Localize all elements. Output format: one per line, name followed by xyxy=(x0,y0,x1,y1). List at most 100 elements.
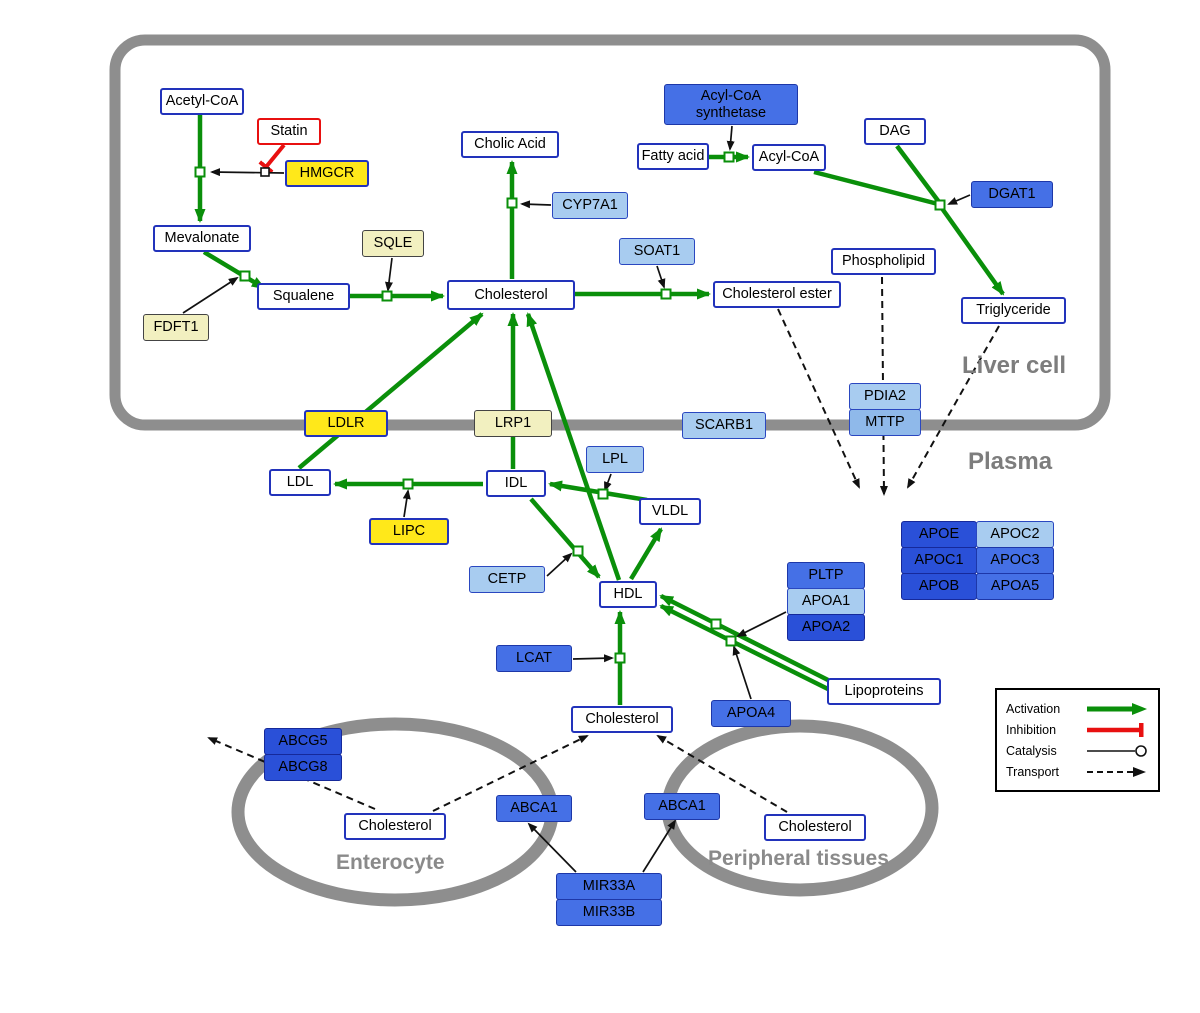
node-apoa5[interactable]: APOA5 xyxy=(976,573,1054,600)
node-pdia2[interactable]: PDIA2 xyxy=(849,383,921,410)
node-acyl-coa-synthetase[interactable]: Acyl-CoA synthetase xyxy=(664,84,798,125)
edge-transport xyxy=(656,734,788,813)
node-abcg5[interactable]: ABCG5 xyxy=(264,728,342,755)
edge-catalysis xyxy=(385,257,393,292)
edge-catalysis xyxy=(520,200,552,209)
node-statin[interactable]: Statin xyxy=(257,118,321,145)
edge-transport xyxy=(907,325,1000,489)
node-cholesterol-liver[interactable]: Cholesterol xyxy=(447,280,575,310)
node-dgat1[interactable]: DGAT1 xyxy=(971,181,1053,208)
node-acyl-coa[interactable]: Acyl-CoA xyxy=(752,144,826,171)
legend-item-label: Catalysis xyxy=(1006,743,1057,758)
node-acetyl-coa[interactable]: Acetyl-CoA xyxy=(160,88,244,115)
edge-activation xyxy=(659,603,838,696)
enterocyte-label: Enterocyte xyxy=(336,851,445,874)
edge-transport xyxy=(777,308,860,489)
node-abca1-peripheral[interactable]: ABCA1 xyxy=(644,793,720,820)
reaction-node xyxy=(597,488,609,500)
node-vldl[interactable]: VLDL xyxy=(639,498,701,525)
node-abca1-enterocyte[interactable]: ABCA1 xyxy=(496,795,572,822)
reaction-node xyxy=(660,288,672,300)
edge-activation xyxy=(297,312,484,470)
reaction-node xyxy=(194,166,206,178)
node-cholesterol-plasma[interactable]: Cholesterol xyxy=(571,706,673,733)
reaction-node xyxy=(381,290,393,302)
node-lpl[interactable]: LPL xyxy=(586,446,644,473)
node-dag[interactable]: DAG xyxy=(864,118,926,145)
node-phospholipid[interactable]: Phospholipid xyxy=(831,248,936,275)
reaction-node xyxy=(723,151,735,163)
legend-item-inhibition: Inhibition xyxy=(1006,719,1149,740)
node-cyp7a1[interactable]: CYP7A1 xyxy=(552,192,628,219)
node-cetp[interactable]: CETP xyxy=(469,566,545,593)
node-apoa1[interactable]: APOA1 xyxy=(787,588,865,615)
edge-activation xyxy=(659,593,830,683)
statin-target-node xyxy=(260,167,270,177)
liver-cell-label: Liver cell xyxy=(962,352,1067,379)
edge-catalysis xyxy=(527,822,577,873)
node-cholesterol-enterocyte[interactable]: Cholesterol xyxy=(344,813,446,840)
node-apoe[interactable]: APOE xyxy=(901,521,977,548)
node-pltp[interactable]: PLTP xyxy=(787,562,865,589)
edge-activation xyxy=(629,527,663,581)
edge-transport xyxy=(432,735,589,812)
peripheral-tissues-label: Peripheral tissues xyxy=(708,847,889,870)
legend-item-activation: Activation xyxy=(1006,698,1149,719)
node-lipoproteins[interactable]: Lipoproteins xyxy=(827,678,941,705)
edge-catalysis xyxy=(656,265,666,289)
edge-activation xyxy=(939,205,1005,296)
reaction-node xyxy=(614,652,626,664)
node-cholic-acid[interactable]: Cholic Acid xyxy=(461,131,559,158)
node-triglyceride[interactable]: Triglyceride xyxy=(961,297,1066,324)
node-hdl[interactable]: HDL xyxy=(599,581,657,608)
node-mir33a[interactable]: MIR33A xyxy=(556,873,662,900)
node-apoa2[interactable]: APOA2 xyxy=(787,614,865,641)
node-lipc[interactable]: LIPC xyxy=(369,518,449,545)
node-cholesterol-ester[interactable]: Cholesterol ester xyxy=(713,281,841,308)
node-sqle[interactable]: SQLE xyxy=(362,230,424,257)
edge-catalysis xyxy=(402,489,411,518)
legend-item-catalysis: Catalysis xyxy=(1006,740,1149,761)
node-scarb1[interactable]: SCARB1 xyxy=(682,412,766,439)
node-soat1[interactable]: SOAT1 xyxy=(619,238,695,265)
legend-item-transport: Transport xyxy=(1006,761,1149,782)
node-lrp1[interactable]: LRP1 xyxy=(474,410,552,437)
node-apoa4[interactable]: APOA4 xyxy=(711,700,791,727)
node-apoc2[interactable]: APOC2 xyxy=(976,521,1054,548)
node-fatty-acid[interactable]: Fatty acid xyxy=(637,143,709,170)
node-ldlr[interactable]: LDLR xyxy=(304,410,388,437)
node-mevalonate[interactable]: Mevalonate xyxy=(153,225,251,252)
node-apoc1[interactable]: APOC1 xyxy=(901,547,977,574)
reaction-node xyxy=(506,197,518,209)
node-mir33b[interactable]: MIR33B xyxy=(556,899,662,926)
edge-activation xyxy=(202,250,266,290)
node-fdft1[interactable]: FDFT1 xyxy=(143,314,209,341)
node-apoc3[interactable]: APOC3 xyxy=(976,547,1054,574)
edge-activation xyxy=(813,169,939,207)
edge-catalysis xyxy=(947,194,971,205)
reaction-node xyxy=(402,478,414,490)
activation-symbol-icon xyxy=(1087,702,1147,715)
node-lcat[interactable]: LCAT xyxy=(496,645,572,672)
node-cholesterol-peripheral[interactable]: Cholesterol xyxy=(764,814,866,841)
catalysis-symbol-icon xyxy=(1087,744,1147,757)
liver-cell-membrane xyxy=(109,34,1111,431)
node-abcg8[interactable]: ABCG8 xyxy=(264,754,342,781)
edge-catalysis xyxy=(182,276,239,314)
node-idl[interactable]: IDL xyxy=(486,470,546,497)
edge-inhibition xyxy=(258,143,286,174)
node-squalene[interactable]: Squalene xyxy=(257,283,350,310)
legend-item-label: Transport xyxy=(1006,764,1060,779)
inhibition-symbol-icon xyxy=(1087,722,1144,737)
plasma-label: Plasma xyxy=(968,448,1053,475)
node-apob[interactable]: APOB xyxy=(901,573,977,600)
node-mttp[interactable]: MTTP xyxy=(849,409,921,436)
transport-symbol-icon xyxy=(1087,766,1146,777)
node-hmgcr[interactable]: HMGCR xyxy=(285,160,369,187)
edge-catalysis xyxy=(604,473,612,492)
node-ldl[interactable]: LDL xyxy=(269,469,331,496)
